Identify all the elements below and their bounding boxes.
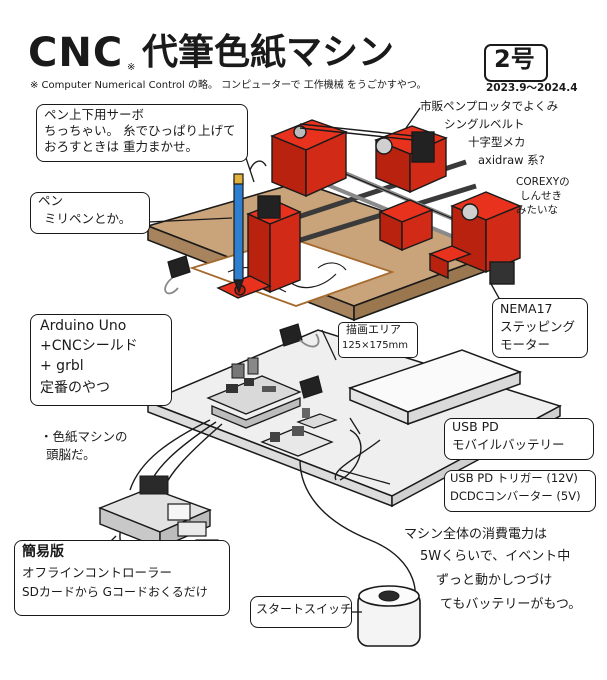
corexy-note-line-1: COREXYの <box>516 176 570 188</box>
nema17-line-1: NEMA17 <box>500 301 553 316</box>
edition-badge <box>484 44 548 82</box>
drawing-area-line-1: 描画エリア <box>346 323 401 336</box>
controller-line-2: オフラインコントローラー <box>22 565 173 580</box>
battery-note-box <box>444 418 594 460</box>
subtitle: ※ Computer Numerical Control の略。 コンピューター… <box>30 80 427 91</box>
belt <box>249 123 415 171</box>
pen <box>233 173 244 294</box>
drawing-area-line-2: 125×175mm <box>342 340 409 351</box>
start-switch <box>357 585 421 647</box>
usb-pd-trigger <box>260 408 338 457</box>
servo-note-line-1: ペン上下用サーボ <box>44 107 145 122</box>
nema17-line-2: ステッピング <box>500 319 576 334</box>
pen-note-box <box>30 192 150 234</box>
nema17-note-box <box>492 298 588 358</box>
trigger-line-1: USB PD トリガー (12V) <box>450 471 578 485</box>
mobile-battery <box>347 349 523 426</box>
controller-note-box <box>14 540 230 616</box>
plotter-note-line-2: シングルベルト <box>444 117 525 131</box>
power-note-line-2: 5Wくらいで、イベント中 <box>420 549 571 564</box>
power-note-line-3: ずっと動かしつづけ <box>436 573 553 588</box>
red-frame-parts <box>216 119 522 299</box>
title-cnc: CNC <box>28 30 124 76</box>
corexy-note-line-3: みたいな <box>516 204 558 216</box>
leader-lines <box>95 107 501 613</box>
arduino-line-2: +CNCシールド <box>40 338 138 354</box>
power-note-line-1: マシン全体の消費電力は <box>404 527 548 542</box>
battery-line-1: USB PD <box>452 419 499 434</box>
plotter-note-line-4: axidraw 系? <box>478 153 545 167</box>
arduino-line-4: 定番のやつ <box>40 380 110 396</box>
plotter-note-line-1: 市販ペンプロッタでよくみ <box>420 99 559 113</box>
corexy-note-line-2: しんせき <box>520 190 562 202</box>
arduino-note-box <box>30 314 172 406</box>
start-switch-label: スタートスイッチ <box>256 602 353 616</box>
servo-note-line-2: ちっちゃい。 糸でひっぱり上げて <box>44 123 236 138</box>
start-switch-note-box <box>250 596 352 628</box>
drawing-area-box <box>338 322 418 358</box>
arduino-line-1: Arduino Uno <box>40 318 127 334</box>
controller-line-1: 簡易版 <box>22 544 64 560</box>
controller-line-3: SDカードから Gコードおくるだけ <box>22 585 208 599</box>
pen-note-line-2: ミリペンとか。 <box>44 211 132 226</box>
plotter-note-line-3: 十字型メカ <box>468 135 526 149</box>
trigger-line-2: DCDCコンバーター (5V) <box>450 489 581 503</box>
servo-note-line-3: おろすときは 重力まかせ。 <box>44 139 198 154</box>
arduino-line-3: + grbl <box>40 358 84 374</box>
binder-clips <box>164 255 323 399</box>
date: 2023.9〜2024.4 <box>486 82 578 94</box>
trigger-note-box <box>444 470 596 512</box>
title-main: 代筆色紙マシン <box>142 32 395 73</box>
pen-note-line-1: ペン <box>38 193 64 208</box>
power-note-line-4: てもバッテリーがもつ。 <box>440 597 582 612</box>
battery-line-2: モバイルバッテリー <box>452 437 565 452</box>
edition-text: 2号 <box>494 45 535 73</box>
brain-note-line-2: 頭脳だ。 <box>46 447 96 462</box>
servo-note-box <box>36 104 248 162</box>
title-star-mark: ※ <box>127 62 136 73</box>
arduino-stack <box>206 357 302 429</box>
brain-note-line-1: ・色紙マシンの <box>40 429 128 444</box>
nema17-line-3: モーター <box>500 337 551 352</box>
